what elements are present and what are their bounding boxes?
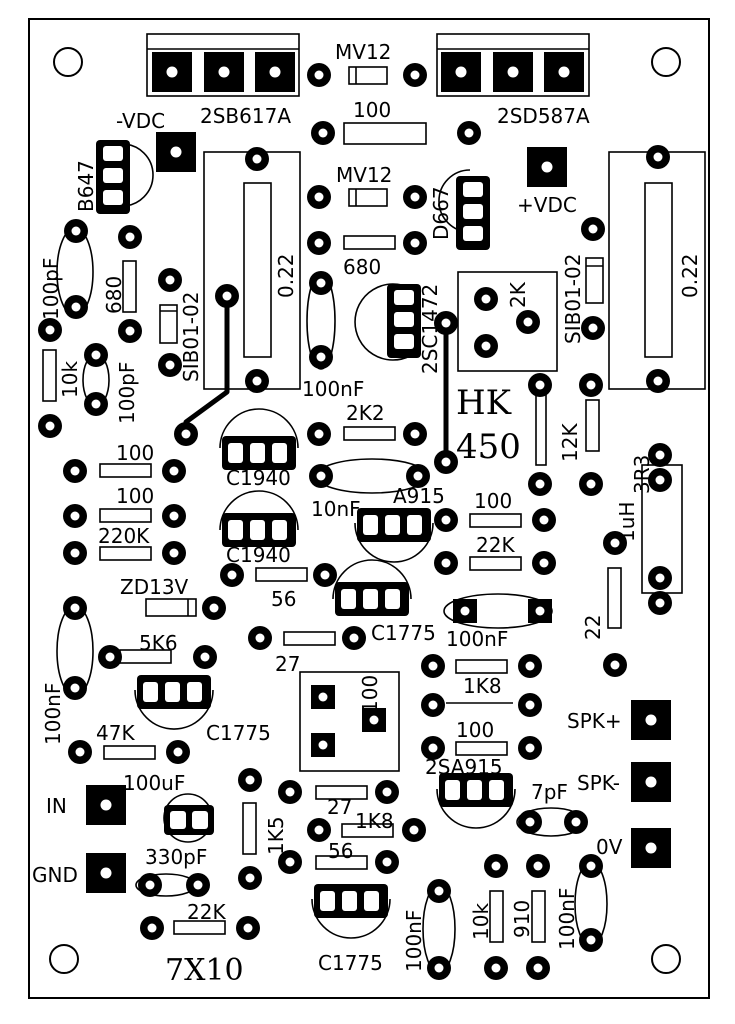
label-47k: 47K [96,721,135,745]
label-size: 7X10 [165,953,244,988]
label-12k: 12K [558,423,582,462]
label-100-c: 100 [474,489,512,513]
label-gnd: GND [32,863,78,887]
label-r100-top: 100 [353,98,391,122]
label-5k6: 5K6 [139,631,178,655]
label-022-right: 0.22 [678,253,702,298]
label-2sa915: 2SA915 [425,755,503,779]
label-spk-minus: SPK- [577,771,620,795]
label-56-b: 56 [328,839,353,863]
label-100-trim: 100 [358,675,382,713]
label-680-b: 680 [343,255,381,279]
label-100pf-b: 100pF [115,362,139,424]
label-1k8-b: 1K8 [355,809,394,833]
label-10k-a: 10k [58,361,82,398]
label-zd13v: ZD13V [120,575,189,599]
label-2sb617a: 2SB617A [200,104,291,128]
label-1k8-a: 1K8 [463,674,502,698]
label-c1775-b: C1775 [206,721,271,745]
label-100nf-b: 100nF [446,627,508,651]
label-c1775-c: C1775 [318,951,383,975]
label-22k-a: 22K [476,533,515,557]
label-100nf-a: 100nF [302,377,364,401]
label-1k5: 1K5 [264,816,288,855]
label-0v: 0V [596,835,623,859]
label-56-a: 56 [271,587,296,611]
label-b647: B647 [74,160,98,212]
label-100nf-d: 100nF [402,910,426,972]
transistor-pads [96,140,513,918]
label-in: IN [46,794,67,818]
label-100nf-e: 100nF [555,888,579,950]
label-10nf: 10nF [311,497,361,521]
label-c1940-a: C1940 [226,466,291,490]
label-c1940-b: C1940 [226,543,291,567]
label-spk-plus: SPK+ [567,709,622,733]
label-pos-vdc: +VDC [517,193,577,217]
label-a915: A915 [393,484,445,508]
board-outline [28,18,710,999]
label-100uf: 100uF [123,771,185,795]
label-hk: HK [456,383,512,423]
label-d667: D667 [429,186,453,240]
label-7pf: 7pF [531,780,568,804]
label-100-d: 100 [456,718,494,742]
label-mv12-top: MV12 [335,40,391,64]
label-2k2: 2K2 [346,401,385,425]
label-330pf: 330pF [145,845,207,869]
label-022-left: 0.22 [274,253,298,298]
label-neg-vdc: -VDC [116,109,165,133]
cap-100nf-pads [453,599,552,623]
label-27-b: 27 [327,795,352,819]
label-1uh: 1uH [615,502,639,542]
label-100-b: 100 [116,484,154,508]
label-2sc1472: 2SC1472 [418,284,442,374]
label-3r3: 3R3 [630,455,654,494]
label-100nf-c: 100nF [41,683,65,745]
label-680-a: 680 [102,276,126,314]
label-22: 22 [581,615,605,640]
mounting-holes [49,47,681,974]
label-100-a: 100 [116,441,154,465]
label-27-a: 27 [275,652,300,676]
label-910: 910 [510,900,534,938]
label-100pf-a: 100pF [39,258,63,320]
label-c1775-a: C1775 [371,621,436,645]
silkscreen-labels: MV12 2SB617A 2SD587A 100 -VDC +VDC MV12 … [32,40,702,988]
label-sib-left: SIB01-02 [179,292,203,382]
label-2sd587a: 2SD587A [497,104,590,128]
label-2k: 2K [506,281,530,308]
label-mv12-mid: MV12 [336,163,392,187]
label-22k-b: 22K [187,900,226,924]
label-220k: 220K [98,524,150,548]
label-sib-right: SIB01-02 [561,254,585,344]
label-450: 450 [456,427,521,467]
label-10k-b: 10k [469,903,493,940]
